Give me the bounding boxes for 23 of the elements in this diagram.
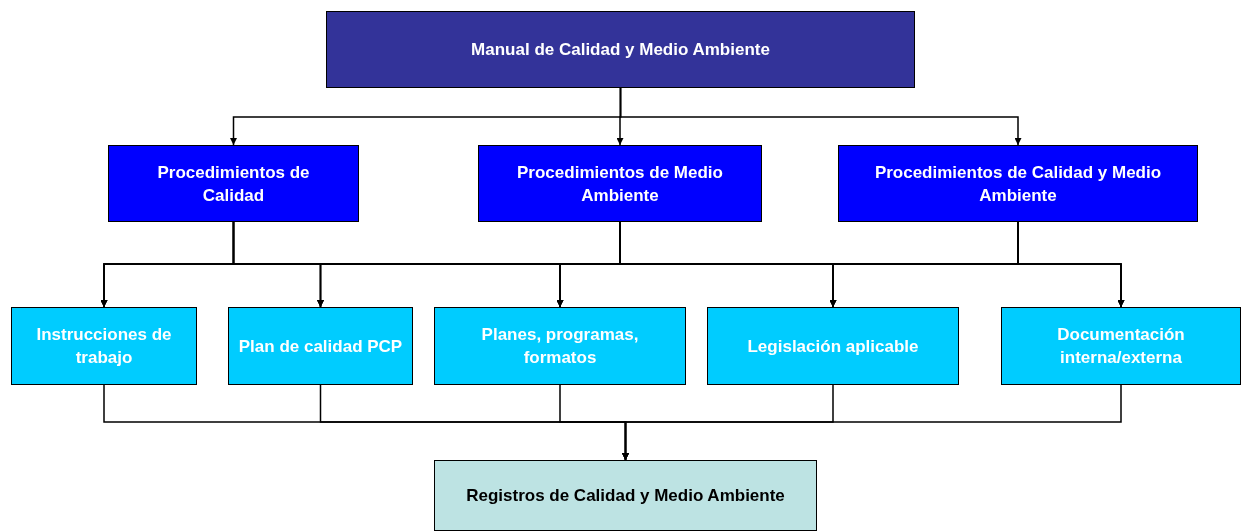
box-label: Procedimientos de Medio Ambiente: [516, 161, 724, 207]
document-box: [707, 307, 959, 385]
document-box: [838, 145, 1198, 222]
document-box: [11, 307, 197, 385]
document-box: [1001, 307, 1241, 385]
box-label: Procedimientos de Calidad y Medio Ambiente: [873, 161, 1163, 207]
document-box: [434, 460, 817, 531]
connector-arrow: [619, 87, 1022, 146]
document-box: [326, 11, 915, 88]
document-box: [228, 307, 413, 385]
connector-arrow: [1017, 221, 1125, 308]
box-label: Plan de calidad PCP: [238, 335, 403, 358]
document-box: [434, 307, 686, 385]
box-label: Instrucciones de trabajo: [35, 324, 173, 369]
box-label: Manual de Calidad y Medio Ambiente: [471, 39, 770, 61]
document-box: [108, 145, 359, 222]
connector-arrow: [622, 384, 1122, 461]
box-label: Planes, programas, formatos: [480, 324, 640, 369]
box-label: Documentación interna/externa: [1056, 324, 1186, 369]
box-label: Registros de Calidad y Medio Ambiente: [466, 485, 785, 507]
document-box: [478, 145, 762, 222]
box-label: Legislación aplicable: [747, 335, 919, 358]
box-label: Procedimientos de Calidad: [156, 161, 311, 207]
